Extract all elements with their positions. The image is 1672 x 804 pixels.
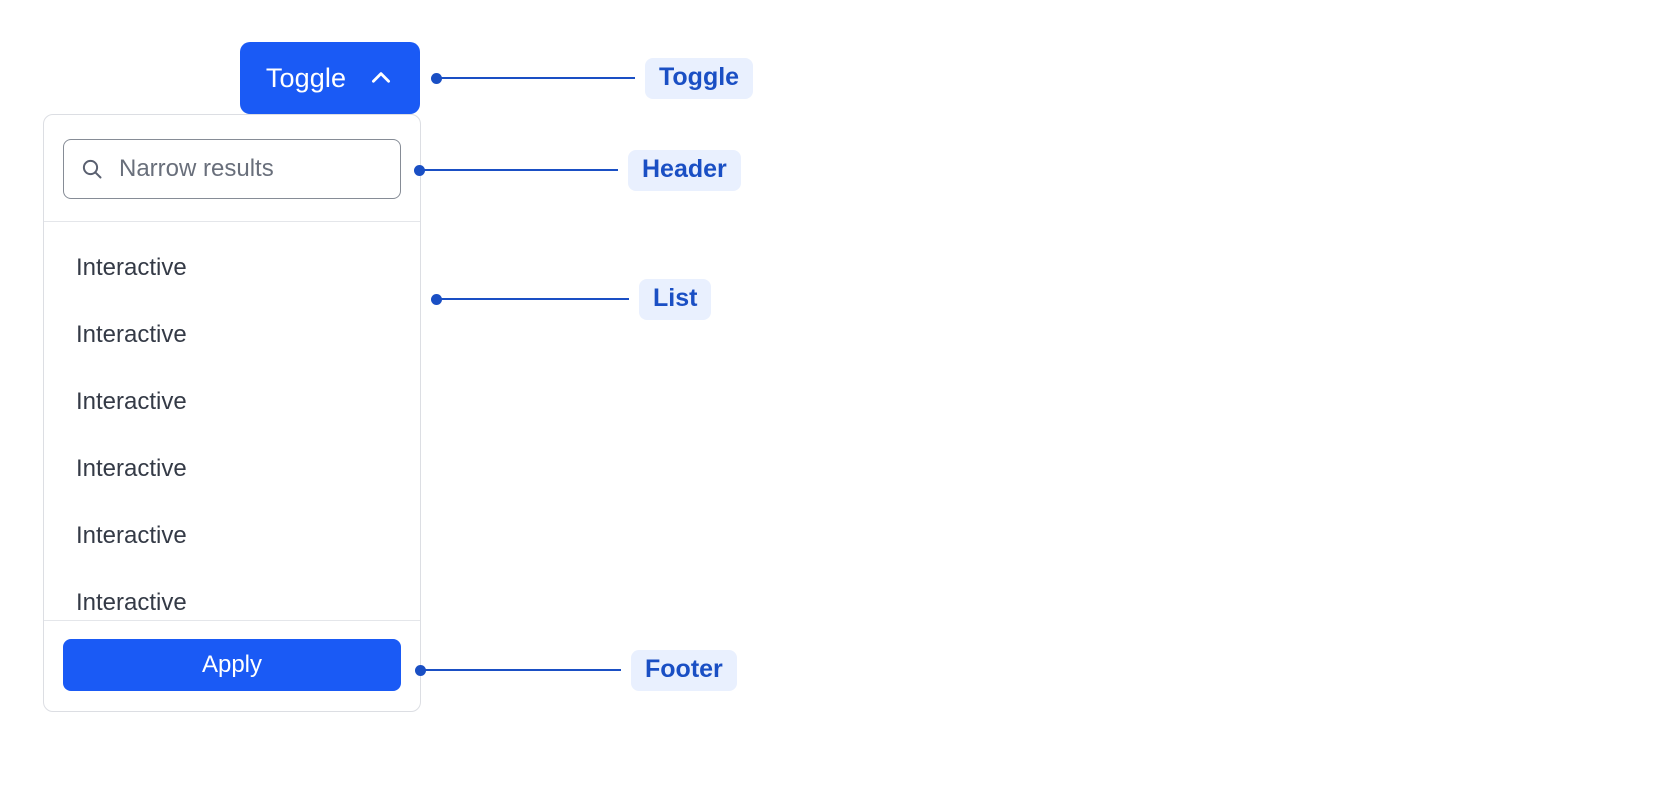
toggle-button[interactable]: Toggle [240, 42, 420, 114]
dropdown-footer: Apply [44, 620, 420, 711]
list-item[interactable]: Interactive [76, 253, 187, 281]
annotation-header: Header [414, 149, 741, 191]
search-field-wrapper[interactable] [63, 139, 401, 199]
dropdown-list: Interactive Interactive Interactive Inte… [44, 222, 420, 620]
annotation-label-list: List [639, 278, 712, 320]
dropdown-header [44, 115, 420, 222]
list-item[interactable]: Interactive [76, 521, 187, 549]
annotation-label-header: Header [628, 149, 741, 191]
annotation-footer: Footer [415, 649, 737, 691]
list-item[interactable]: Interactive [76, 320, 187, 348]
chevron-up-icon [368, 65, 394, 91]
apply-button[interactable]: Apply [63, 639, 401, 691]
annotation-dot [431, 293, 442, 305]
list-item[interactable]: Interactive [76, 588, 187, 616]
dropdown-panel: Interactive Interactive Interactive Inte… [43, 114, 421, 712]
annotation-dot [414, 164, 425, 176]
annotation-leader-line [441, 76, 635, 80]
annotation-dot [431, 72, 442, 84]
annotation-leader-line [424, 168, 618, 172]
toggle-button-label: Toggle [265, 62, 347, 93]
annotation-leader-line [425, 668, 621, 672]
annotation-list: List [431, 278, 712, 320]
list-item[interactable]: Interactive [76, 387, 187, 415]
annotation-dot [415, 664, 426, 676]
list-item[interactable]: Interactive [76, 454, 187, 482]
annotation-leader-line [441, 297, 629, 301]
annotation-toggle: Toggle [431, 57, 754, 99]
annotation-label-footer: Footer [631, 649, 737, 691]
search-input[interactable] [64, 140, 400, 198]
annotation-label-toggle: Toggle [645, 57, 754, 99]
